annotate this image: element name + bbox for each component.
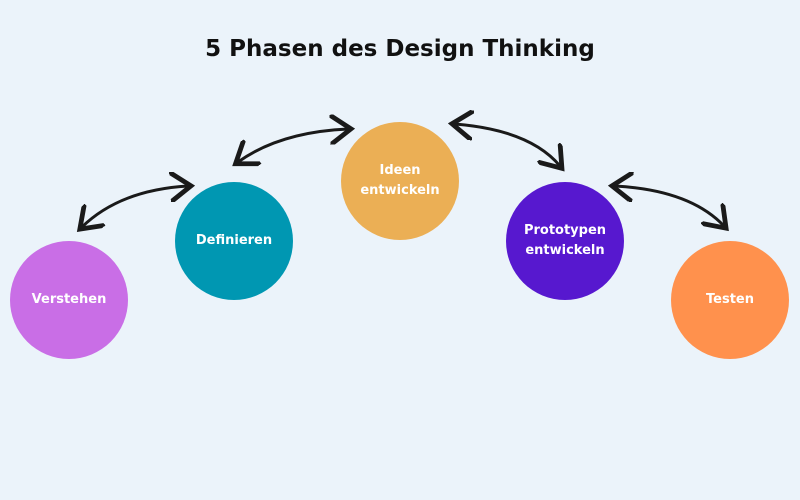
phase-ideen-entwickeln: Ideen entwickeln [341, 122, 459, 240]
phase-definieren: Definieren [175, 182, 293, 300]
arrow-4-5 [615, 186, 724, 226]
phase-prototypen-entwickeln: Prototypen entwickeln [506, 182, 624, 300]
arrow-1-2 [82, 186, 188, 227]
arrow-3-4 [455, 124, 560, 166]
diagram-title: 5 Phasen des Design Thinking [205, 36, 595, 62]
phase-testen: Testen [671, 241, 789, 359]
phase-verstehen: Verstehen [10, 241, 128, 359]
arrow-2-3 [238, 129, 348, 162]
